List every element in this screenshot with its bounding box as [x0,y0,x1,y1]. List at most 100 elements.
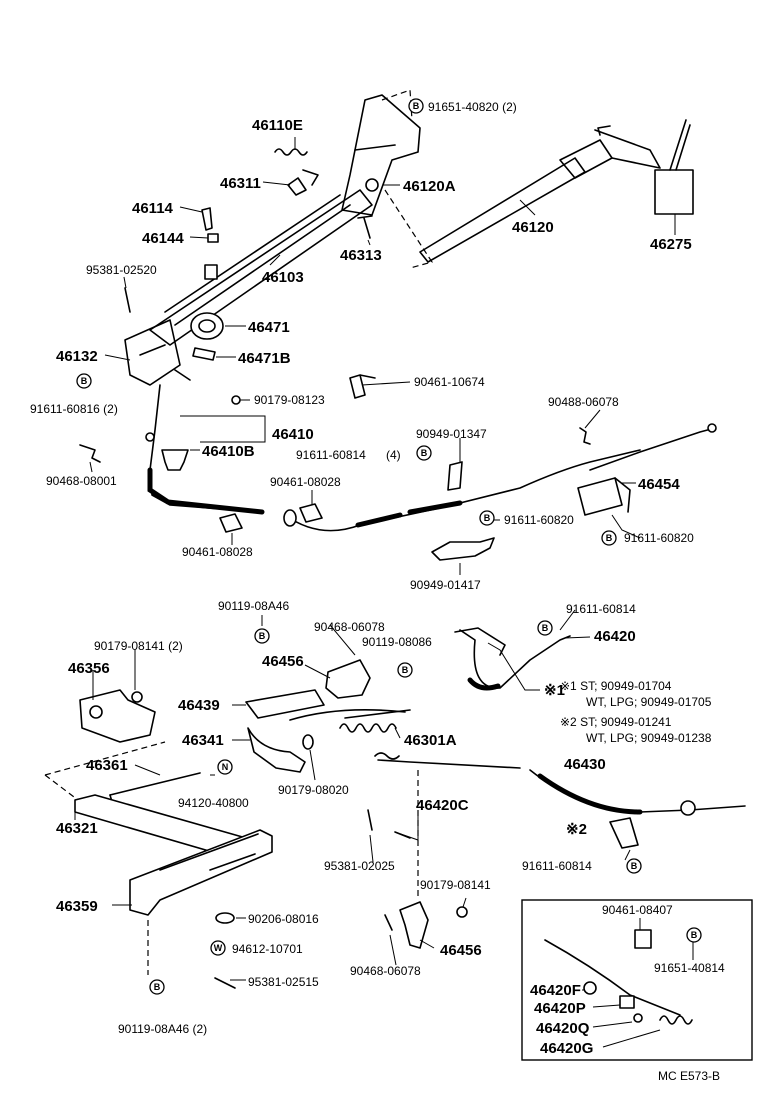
label-46359: 46359 [56,898,98,915]
label-90461-08407: 90461-08407 [602,903,673,917]
bolt-symbol: B [601,530,617,546]
inset-box [521,899,753,1061]
label-46301A: 46301A [404,732,457,749]
label-46420Q: 46420Q [536,1020,590,1037]
label-mark-2: ※2 [566,821,587,838]
label-46439: 46439 [178,697,220,714]
bolt-symbol: B [408,98,424,114]
intermediate-cable [219,374,717,561]
warning-tag-46275 [654,119,694,215]
label-91651-40814: 91651-40814 [654,961,725,975]
label-95381-02515: 95381-02515 [248,975,319,989]
label-90468-08001: 90468-08001 [46,474,117,488]
label-90179-08141: 90179-08141 [420,878,491,892]
svg-text:W: W [214,943,223,953]
bolt-symbol: B [397,662,413,678]
label-95381-02025: 95381-02025 [324,859,395,873]
bolt-symbol: B [416,445,432,461]
label-46356: 46356 [68,660,110,677]
label-46420F: 46420F [530,982,581,999]
label-46311: 46311 [220,175,261,192]
bolt-symbol: B [626,858,642,874]
label-46103: 46103 [262,269,304,286]
label-91651-40820: 91651-40820 (2) [428,100,517,114]
label-46132: 46132 [56,348,98,365]
svg-text:B: B [631,861,638,871]
label-90119-08086: 90119-08086 [362,635,432,649]
label-90461-08028-a: 90461-08028 [270,475,341,489]
label-90119-08A46: 90119-08A46 [218,599,290,613]
equalizer-assembly [245,627,746,849]
svg-text:B: B [413,101,420,111]
label-90468-06078-b: 90468-06078 [350,964,421,978]
label-46420G: 46420G [540,1040,593,1057]
label-90119-08A46-2: 90119-08A46 (2) [118,1022,207,1036]
note-1-st: ※1 ST; 90949-01704 [560,679,672,693]
label-46120: 46120 [512,219,554,236]
washer-symbol: W [210,940,226,956]
svg-text:B: B [402,665,409,675]
bolt-symbol: B [254,628,270,644]
label-90468-06078-a: 90468-06078 [314,620,385,634]
label-90461-08028-b: 90461-08028 [182,545,253,559]
part-labels: 46110E 91651-40820 (2) 46311 46120A 4611… [30,100,725,1083]
bolt-symbol: B [149,979,165,995]
bolt-symbol: B [76,373,92,389]
note-2-wt: WT, LPG; 90949-01238 [586,731,712,745]
note-2-st: ※2 ST; 90949-01241 [560,715,672,729]
label-46456-b: 46456 [440,942,482,959]
small-lever-parts [79,148,379,471]
label-46114: 46114 [132,200,174,217]
bolt-symbol: B [537,620,553,636]
svg-text:B: B [606,533,613,543]
label-46454: 46454 [638,476,680,493]
label-46341: 46341 [182,732,224,749]
nut-symbol: N [217,759,233,775]
label-46110E: 46110E [252,117,303,134]
label-95381-02520: 95381-02520 [86,263,157,277]
svg-text:B: B [421,448,428,458]
label-90488-06078: 90488-06078 [548,395,619,409]
label-46420C: 46420C [416,797,469,814]
label-46120A: 46120A [403,178,456,195]
label-46321: 46321 [56,820,98,837]
label-46456-a: 46456 [262,653,304,670]
diagram-code: MC E573-B [658,1069,720,1083]
label-94120-40800: 94120-40800 [178,796,249,810]
label-90949-01347: 90949-01347 [416,427,487,441]
svg-text:B: B [691,930,698,940]
label-46430: 46430 [564,756,606,773]
label-91611-60820-b: 91611-60820 [624,531,694,545]
svg-text:N: N [222,762,229,772]
label-91611-60816: 91611-60816 (2) [30,402,118,416]
label-46410: 46410 [272,426,314,443]
label-91611-60820-a: 91611-60820 [504,513,574,527]
front-cable-46410 [145,369,265,515]
leader-lines [74,137,694,1048]
label-46471B: 46471B [238,350,291,367]
label-mark-1: ※1 [544,682,565,699]
label-46420P: 46420P [534,1000,586,1017]
label-90949-01417: 90949-01417 [410,578,481,592]
note-1-wt: WT, LPG; 90949-01705 [586,695,712,709]
svg-text:B: B [81,376,88,386]
label-46471: 46471 [248,319,290,336]
label-46410B: 46410B [202,443,255,460]
label-91611-60814: 91611-60814 [296,448,366,462]
label-count-4: (4) [386,448,401,462]
symbols: B B B B B B B B N B W B B [76,98,702,995]
label-90179-08141-2: 90179-08141 (2) [94,639,183,653]
label-46275: 46275 [650,236,692,253]
label-94612-10701: 94612-10701 [232,942,303,956]
label-46420: 46420 [594,628,636,645]
label-46144: 46144 [142,230,184,247]
label-90206-08016: 90206-08016 [248,912,319,926]
bolt-symbol: B [686,927,702,943]
svg-text:B: B [259,631,266,641]
label-90179-08123: 90179-08123 [254,393,325,407]
brake-lever-assembly [124,89,661,386]
svg-text:B: B [542,623,549,633]
bolt-symbol: B [479,510,495,526]
lower-bracket-assembly [44,689,273,989]
